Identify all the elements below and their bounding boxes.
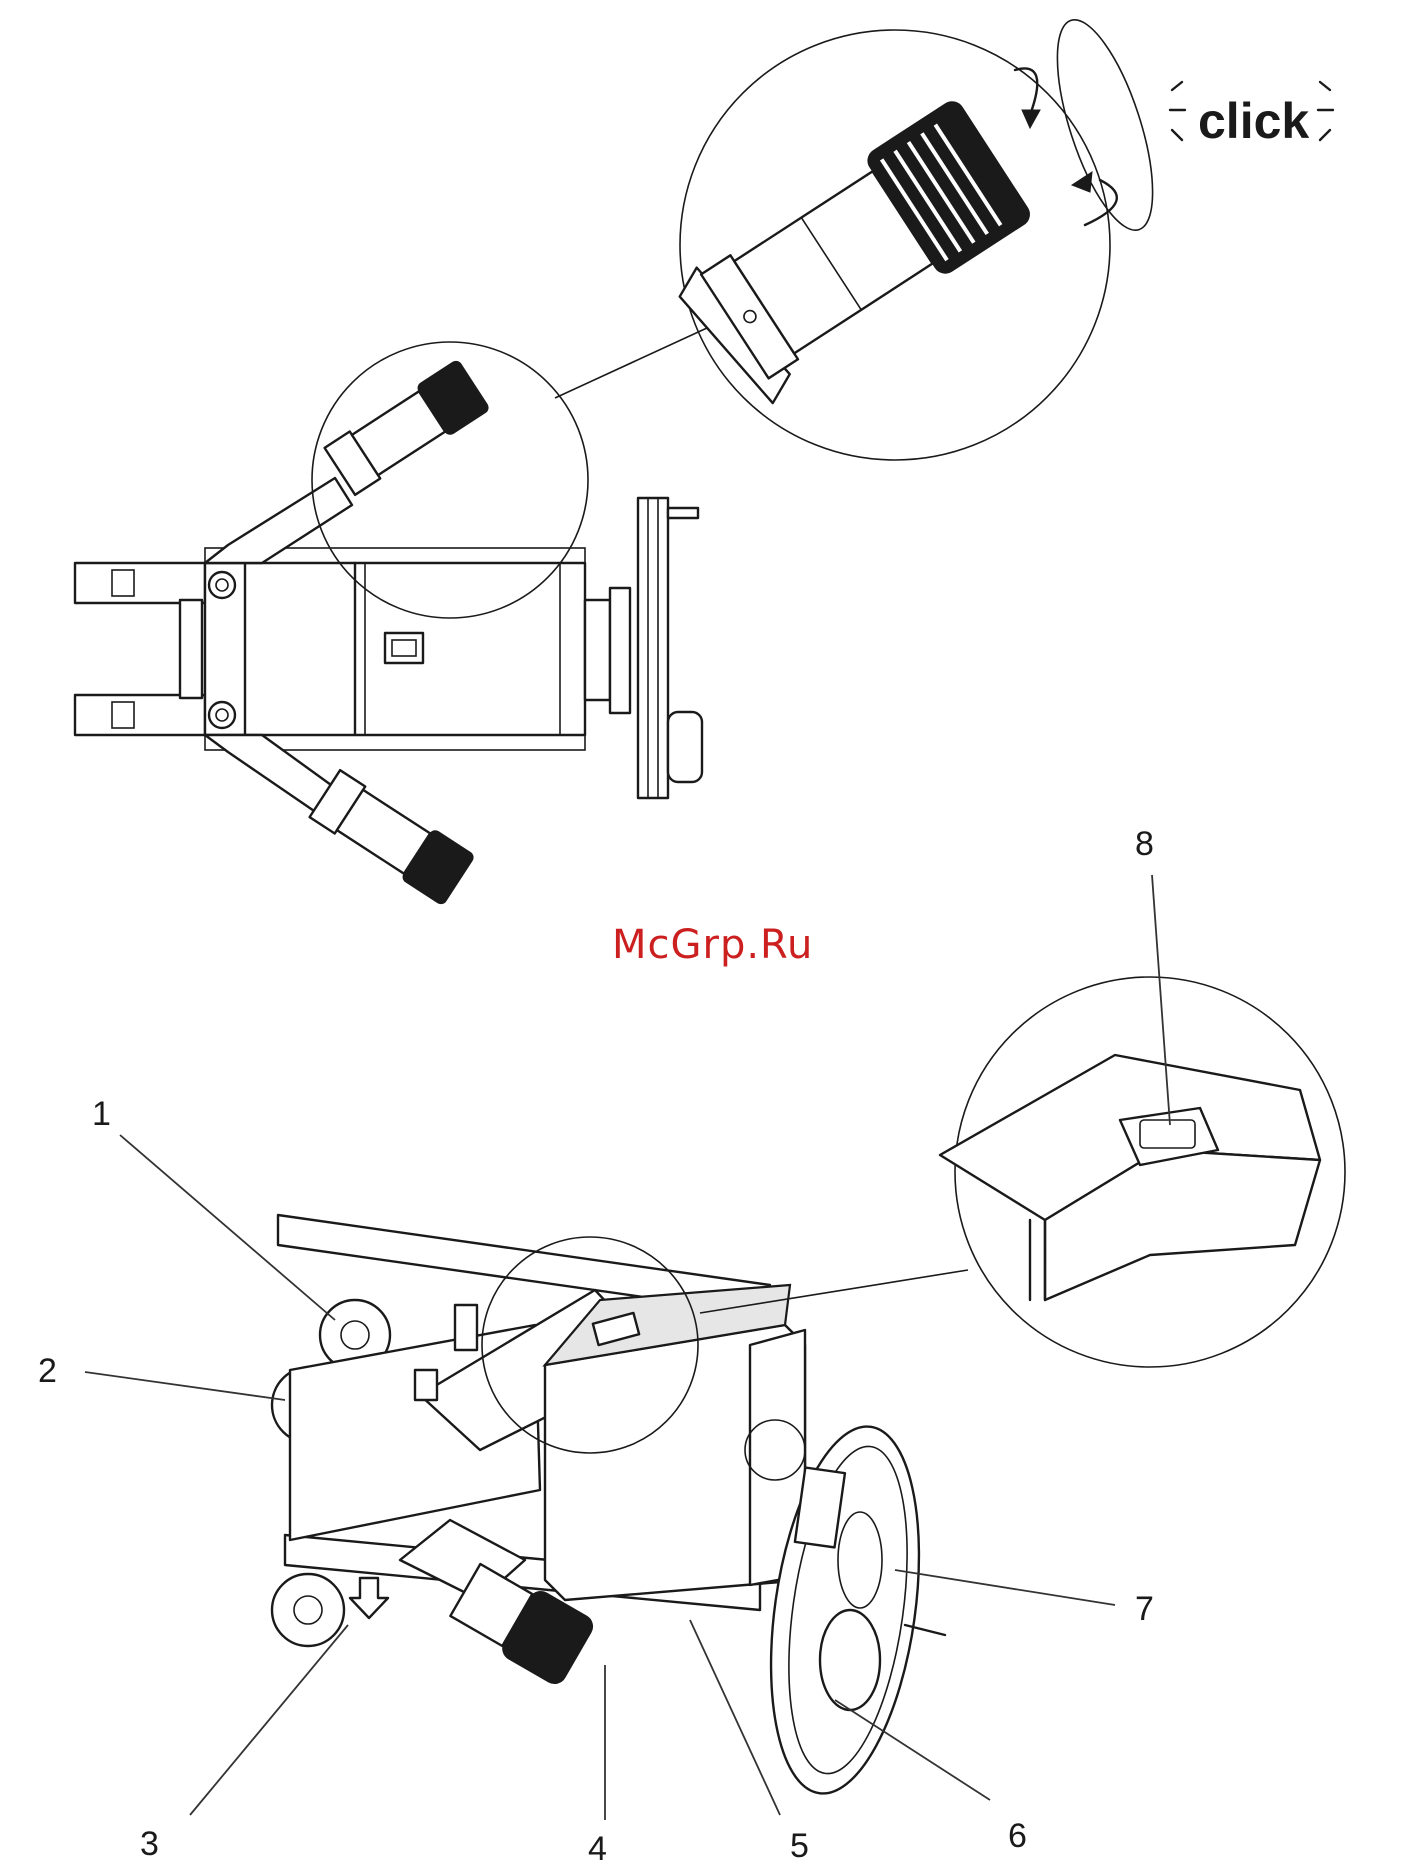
zoom-detail-knob (670, 10, 1172, 460)
top-view-machine (75, 342, 702, 906)
leader-2 (85, 1372, 285, 1400)
click-indicator: click (1170, 82, 1333, 149)
callout-6: 6 (1008, 1817, 1027, 1855)
callout-4: 4 (588, 1830, 607, 1868)
leader-7 (895, 1570, 1115, 1605)
zoom-leader-top (555, 322, 720, 398)
callout-8: 8 (1135, 825, 1154, 863)
callout-5: 5 (790, 1827, 809, 1865)
zoom-detail-switch (940, 977, 1345, 1367)
click-label: click (1198, 93, 1309, 149)
callout-3: 3 (140, 1825, 159, 1863)
callout-2: 2 (38, 1352, 57, 1390)
leader-5 (690, 1620, 780, 1815)
callout-1: 1 (92, 1095, 111, 1133)
leader-3 (190, 1625, 348, 1815)
perspective-machine (272, 1215, 945, 1803)
callout-7: 7 (1135, 1590, 1154, 1628)
watermark: McGrp.Ru (612, 922, 813, 968)
